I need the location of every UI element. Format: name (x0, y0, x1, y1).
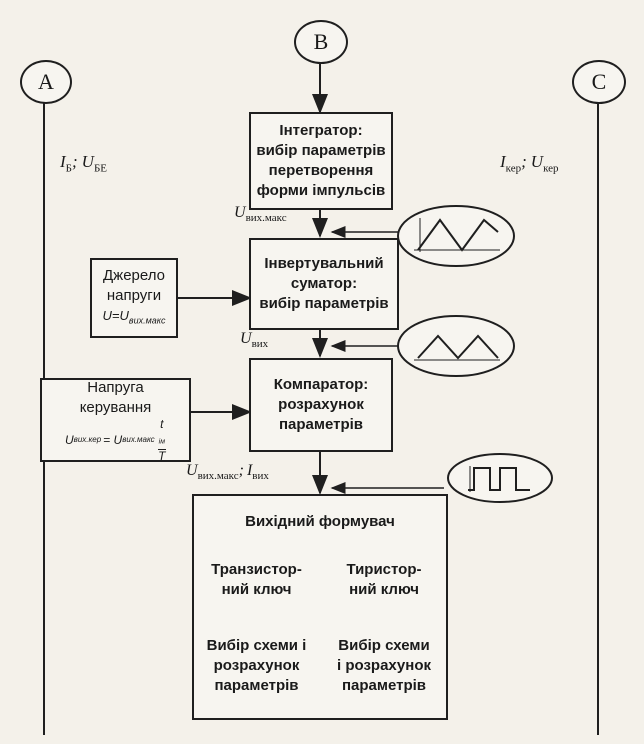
voltage-source-line-1: Джерело (103, 266, 165, 284)
pulse-waveform-icon (468, 467, 530, 491)
transistor-calc-cell: Вибір схеми і розрахунок параметрів (194, 614, 319, 718)
column-c-marker: C (572, 60, 626, 104)
inverting-adder-block: Інвертувальний суматор: вибір параметрів (249, 238, 399, 330)
integrator-title: Інтегратор: (279, 122, 363, 139)
thyristor-key-cell: Тиристор- ний ключ (322, 549, 446, 611)
control-voltage-line-1: Напруга (87, 379, 144, 397)
output-former-block: Вихідний формувач (192, 494, 448, 720)
rectified-waveform-icon (417, 334, 499, 360)
comparator-block: Компаратор: розрахунок параметрів (249, 358, 393, 452)
integrator-block: Інтегратор: вибір параметрів перетворенн… (249, 112, 393, 210)
left-signal-label: IБ;UБЕ (60, 152, 107, 175)
control-voltage-line-2: керування (79, 399, 152, 417)
comparator-line-2: розрахунок (278, 396, 364, 413)
transistor-calc-line-1: Вибір схеми і (206, 637, 307, 654)
u-out-label: Uвих (240, 330, 269, 351)
waveform-top-ellipse (397, 205, 515, 267)
integrator-line-4: форми імпульсів (256, 182, 386, 199)
transistor-key-line-1: Транзистор- (211, 561, 302, 578)
right-signal-label: Iкер;Uкер (500, 152, 559, 175)
output-former-title: Вихідний формувач (245, 513, 395, 530)
thyristor-calc-cell: Вибір схеми і розрахунок параметрів (322, 614, 446, 718)
comparator-title: Компаратор: (273, 376, 369, 393)
u-out-max-label: Uвих.макс (234, 204, 287, 225)
thyristor-key-line-1: Тиристор- (346, 561, 422, 578)
voltage-source-line-2: напруги (106, 286, 162, 304)
thyristor-calc-line-1: Вибір схеми (338, 637, 430, 654)
column-b-marker: B (294, 20, 348, 64)
adder-title: Інвертувальний (264, 255, 384, 272)
integrator-line-3: перетворення (268, 162, 374, 179)
column-a-marker: A (20, 60, 72, 104)
adder-line-2: суматор: (290, 275, 358, 292)
transistor-key-cell: Транзистор- ний ключ (194, 549, 319, 611)
u-i-out-label: Uвих.макс;Iвих (186, 462, 269, 483)
integrator-line-2: вибір параметрів (256, 142, 386, 159)
thyristor-calc-line-3: параметрів (341, 677, 427, 694)
transistor-calc-line-3: параметрів (214, 677, 299, 694)
thyristor-calc-line-2: і розрахунок (336, 657, 432, 674)
column-c-label: C (591, 69, 607, 94)
waveform-middle-ellipse (397, 315, 515, 377)
adder-line-3: вибір параметрів (259, 295, 389, 312)
transistor-calc-line-2: розрахунок (213, 657, 300, 674)
comparator-line-3: параметрів (278, 416, 364, 433)
transistor-key-line-2: ний ключ (221, 581, 292, 598)
voltage-source-block: Джерело напруги U=Uвих.макс (90, 258, 178, 338)
thyristor-key-line-2: ний ключ (349, 581, 419, 598)
voltage-source-formula: U=Uвих.макс (102, 307, 166, 326)
column-b-label: B (313, 29, 329, 54)
column-a-label: A (38, 69, 54, 94)
